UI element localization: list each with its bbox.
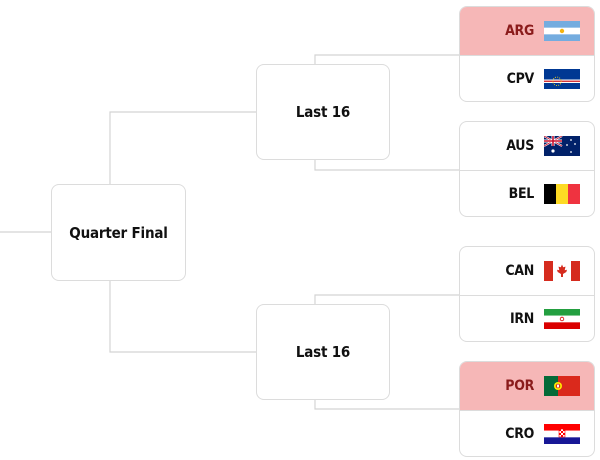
team-code: CPV — [506, 71, 535, 87]
match-card-can-irn: CAN IRN — [459, 246, 595, 342]
team-code: ARG — [505, 23, 534, 39]
argentina-flag-icon — [544, 21, 580, 41]
match-card-por-cro: POR CRO — [459, 361, 595, 457]
belgium-flag-icon — [544, 184, 580, 204]
team-row-cpv[interactable]: CPV — [460, 55, 594, 101]
team-code: POR — [505, 378, 534, 394]
quarter-final-box[interactable]: Quarter Final — [51, 184, 186, 281]
quarter-final-label: Quarter Final — [69, 223, 168, 242]
last16-top-box[interactable]: Last 16 — [256, 64, 390, 160]
last16-bottom-box[interactable]: Last 16 — [256, 304, 390, 400]
team-code: BEL — [508, 186, 535, 202]
team-code: IRN — [509, 311, 534, 327]
iran-flag-icon — [544, 309, 580, 329]
team-row-arg[interactable]: ARG — [460, 7, 594, 55]
croatia-flag-icon — [544, 424, 580, 444]
last16-top-label: Last 16 — [295, 103, 351, 121]
team-row-cro[interactable]: CRO — [460, 410, 594, 456]
canada-flag-icon — [544, 261, 580, 281]
team-row-can[interactable]: CAN — [460, 247, 594, 295]
team-row-irn[interactable]: IRN — [460, 295, 594, 341]
team-row-por[interactable]: POR — [460, 362, 594, 410]
cape-verde-flag-icon — [544, 69, 580, 89]
team-code: CRO — [505, 426, 534, 442]
portugal-flag-icon — [544, 376, 580, 396]
team-code: CAN — [505, 263, 534, 279]
australia-flag-icon — [544, 136, 580, 156]
match-card-aus-bel: AUS BEL — [459, 121, 595, 217]
team-row-aus[interactable]: AUS — [460, 122, 594, 170]
team-row-bel[interactable]: BEL — [460, 170, 594, 216]
team-code: AUS — [506, 138, 534, 154]
match-card-arg-cpv: ARG CPV — [459, 6, 595, 102]
last16-bottom-label: Last 16 — [295, 343, 351, 361]
